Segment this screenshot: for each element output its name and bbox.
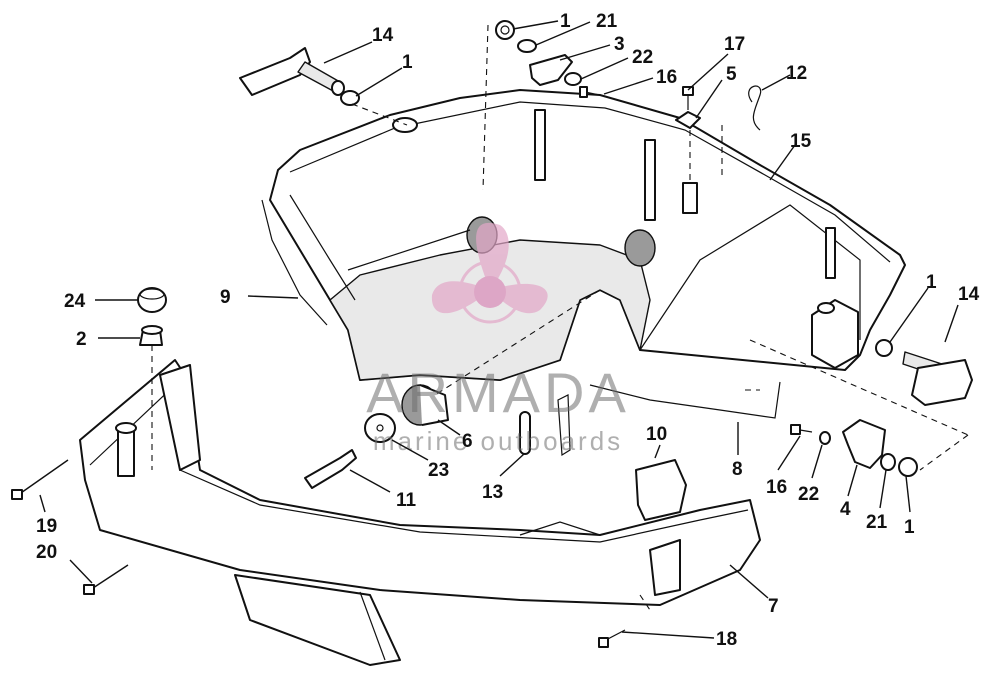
- callout-6: 6: [462, 431, 473, 452]
- callout-2: 2: [76, 329, 87, 350]
- grommets: [137, 287, 167, 346]
- propeller-logo-icon: [431, 222, 548, 324]
- mount-6: [401, 384, 449, 426]
- gasket-8: [589, 381, 781, 419]
- callout-23: 23: [428, 460, 449, 481]
- stud-11: [304, 449, 357, 489]
- armada-watermark: ARMADA marine outboards: [366, 222, 630, 456]
- callout-1-right: 1: [926, 272, 937, 293]
- callout-8: 8: [732, 459, 743, 480]
- callout-24: 24: [64, 291, 86, 312]
- callout-12: 12: [786, 63, 807, 84]
- callout-15: 15: [790, 131, 812, 152]
- lower-cowl: [79, 359, 761, 666]
- pad-10: [635, 459, 687, 521]
- callout-10: 10: [646, 424, 667, 445]
- callout-21-top: 21: [596, 11, 618, 32]
- callout-11: 11: [396, 490, 417, 511]
- callout-4: 4: [840, 499, 851, 520]
- parts-artwork: [11, 20, 973, 666]
- gasket-9: [261, 199, 328, 326]
- callout-labels: 1 21 3 22 16 17 5 12 14 1 15 9 24 2 1 14…: [36, 11, 980, 650]
- callout-14-top: 14: [372, 25, 394, 46]
- callout-17: 17: [724, 34, 745, 55]
- callout-7: 7: [768, 596, 779, 617]
- callout-16-bottom: 16: [766, 477, 787, 498]
- small-hardware: [340, 20, 918, 477]
- handle-right: [902, 351, 973, 406]
- callout-22-top: 22: [632, 47, 653, 68]
- callout-21-bottom: 21: [866, 512, 888, 533]
- bracket-3: [529, 54, 573, 86]
- callout-9: 9: [220, 287, 231, 308]
- leader-lines: [39, 20, 959, 639]
- callout-1-top: 1: [560, 11, 571, 32]
- watermark-brand: ARMADA: [366, 361, 630, 424]
- callout-22-bottom: 22: [798, 484, 819, 505]
- wire-12: [748, 85, 762, 131]
- callout-20: 20: [36, 542, 57, 563]
- callout-16-top: 16: [656, 67, 677, 88]
- latch-4: [842, 419, 886, 469]
- callout-5: 5: [726, 64, 737, 85]
- callout-13: 13: [482, 482, 503, 503]
- callout-14-right: 14: [958, 284, 980, 305]
- callout-1-bottom: 1: [904, 517, 915, 538]
- screws: [11, 86, 813, 648]
- callout-1-upper-left: 1: [402, 52, 413, 73]
- seal-13: [519, 411, 531, 455]
- callout-18: 18: [716, 629, 737, 650]
- washer-23: [364, 413, 396, 443]
- watermark-tagline: marine outboards: [373, 426, 623, 456]
- assembly-dashed-lines: [151, 24, 969, 611]
- callout-3: 3: [614, 34, 625, 55]
- handle-upper: [239, 47, 345, 96]
- callout-19: 19: [36, 516, 57, 537]
